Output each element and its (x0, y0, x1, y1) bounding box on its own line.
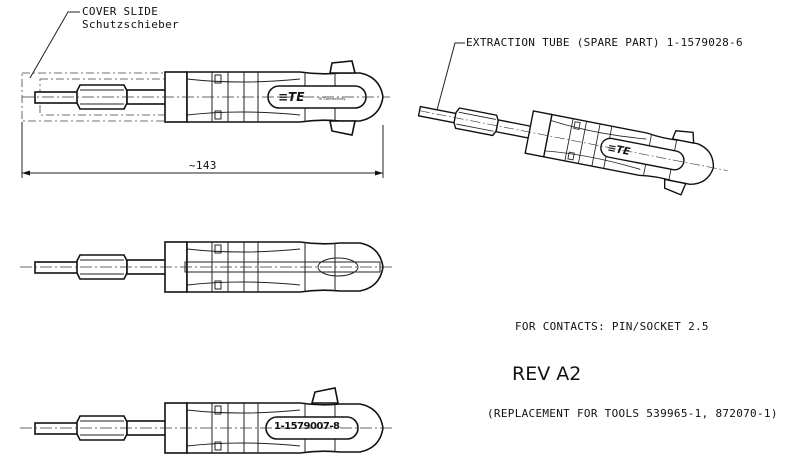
tool-view-isometric: ≡TE (414, 88, 728, 196)
part-number-marking: 1-1579007-8 (274, 421, 340, 432)
tool-view-bottom (20, 387, 395, 454)
contacts-note: FOR CONTACTS: PIN/SOCKET 2.5 (515, 320, 709, 333)
dimension-line (21, 122, 384, 178)
dimension-label: ~143 (189, 159, 217, 172)
cover-slide-leader (29, 11, 80, 79)
cover-slide-label: COVER SLIDE (82, 5, 159, 18)
tool-view-top: ≡TE TE Connectivity (21, 60, 390, 136)
extraction-tube-label: EXTRACTION TUBE (SPARE PART) 1-1579028-6 (466, 36, 743, 49)
cover-slide-label-de: Schutzschieber (82, 18, 179, 31)
replacement-note: (REPLACEMENT FOR TOOLS 539965-1, 872070-… (487, 407, 778, 420)
svg-text:TE Connectivity: TE Connectivity (317, 97, 345, 101)
extraction-tube-leader (436, 42, 465, 111)
svg-text:≡TE: ≡TE (607, 142, 632, 158)
revision-label: REV A2 (512, 363, 582, 385)
tool-view-side (20, 241, 395, 293)
